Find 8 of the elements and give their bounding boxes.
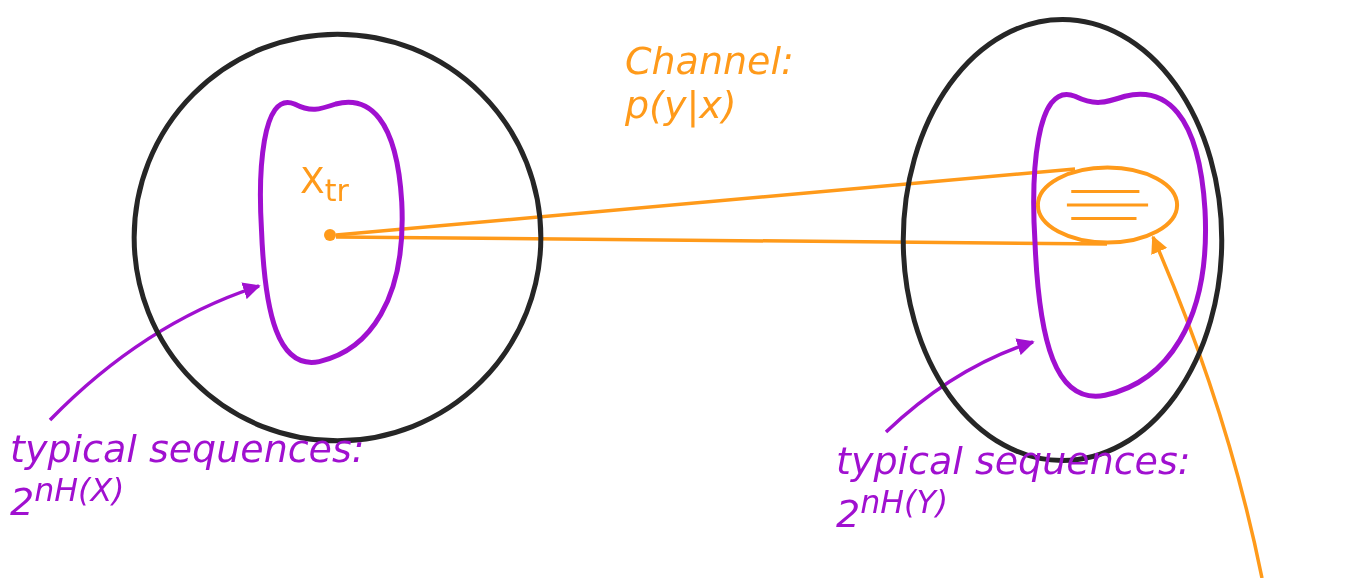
leader-arrow bbox=[884, 338, 1035, 434]
annotation-text: typical sequences: 2$^{nH(X)}$ bbox=[10, 428, 366, 525]
channel-line bbox=[336, 235, 1107, 246]
point-label: X$_{tr}$ bbox=[300, 160, 349, 209]
annotation-text: typical sequences: 2$^{nH(Y)}$ bbox=[836, 440, 1192, 537]
leader-arrow bbox=[48, 282, 261, 422]
channel-line bbox=[335, 167, 1076, 237]
arrow bbox=[1151, 235, 1264, 578]
